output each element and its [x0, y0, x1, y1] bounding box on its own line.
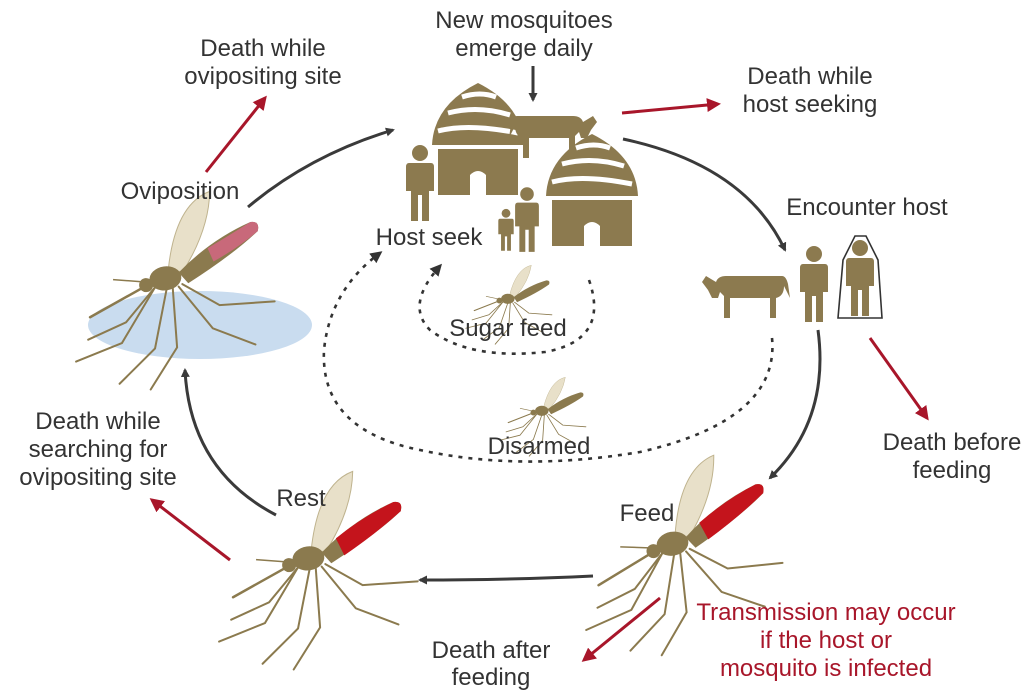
- label-transmission-1: Transmission may occur: [696, 599, 955, 626]
- label-death-after-feeding-2: feeding: [452, 664, 531, 691]
- label-transmission-3: mosquito is infected: [720, 655, 932, 682]
- label-death-searching-3: ovipositing site: [19, 464, 176, 491]
- label-death-host-seeking-2: host seeking: [743, 91, 878, 118]
- label-feed: Feed: [620, 500, 675, 527]
- person-icon: [498, 209, 513, 251]
- label-death-ovipositing-1: Death while: [200, 35, 325, 62]
- label-death-after-feeding-1: Death after: [432, 637, 551, 664]
- hut-icon: [546, 134, 638, 246]
- arrow-death-before-feeding: [870, 338, 927, 418]
- arrow-death-host-seeking: [622, 104, 718, 113]
- label-host-seek: Host seek: [376, 224, 484, 251]
- arrow-feed-to-rest: [420, 576, 593, 580]
- person-icon: [406, 145, 434, 221]
- label-oviposition: Oviposition: [121, 178, 240, 205]
- label-transmission-2: if the host or: [760, 627, 892, 654]
- arrow-encounter-to-feed: [770, 330, 820, 478]
- arrow-rest-to-oviposition: [185, 370, 276, 515]
- label-death-searching-1: Death while: [35, 408, 160, 435]
- label-rest: Rest: [276, 485, 326, 512]
- label-death-before-feeding-2: feeding: [913, 457, 992, 484]
- label-encounter-host: Encounter host: [786, 194, 948, 221]
- label-sugar-feed: Sugar feed: [449, 315, 566, 342]
- label-death-searching-2: searching for: [29, 436, 168, 463]
- arrow-death-after-feeding: [584, 598, 660, 660]
- label-emerge-daily: emerge daily: [455, 35, 592, 62]
- death-arrows: [152, 98, 927, 660]
- hut-icon: [432, 83, 524, 195]
- arrow-host-seek-to-encounter: [623, 139, 785, 250]
- person-icon: [800, 246, 828, 322]
- arrow-death-ovipositing: [206, 98, 265, 172]
- label-death-ovipositing-2: ovipositing site: [184, 63, 341, 90]
- label-death-host-seeking-1: Death while: [747, 63, 872, 90]
- cow-icon: [702, 276, 790, 318]
- label-disarmed: Disarmed: [488, 433, 591, 460]
- label-death-before-feeding-1: Death before: [883, 429, 1022, 456]
- label-new-mosquitoes: New mosquitoes: [435, 7, 612, 34]
- bednet-icon: [838, 236, 882, 318]
- person-icon: [515, 187, 539, 252]
- arrow-oviposition-to-host-seek: [248, 130, 393, 207]
- mosquito-ovipositing: [55, 185, 284, 400]
- arrow-death-searching: [152, 500, 230, 560]
- encounter-hosts: [702, 236, 882, 322]
